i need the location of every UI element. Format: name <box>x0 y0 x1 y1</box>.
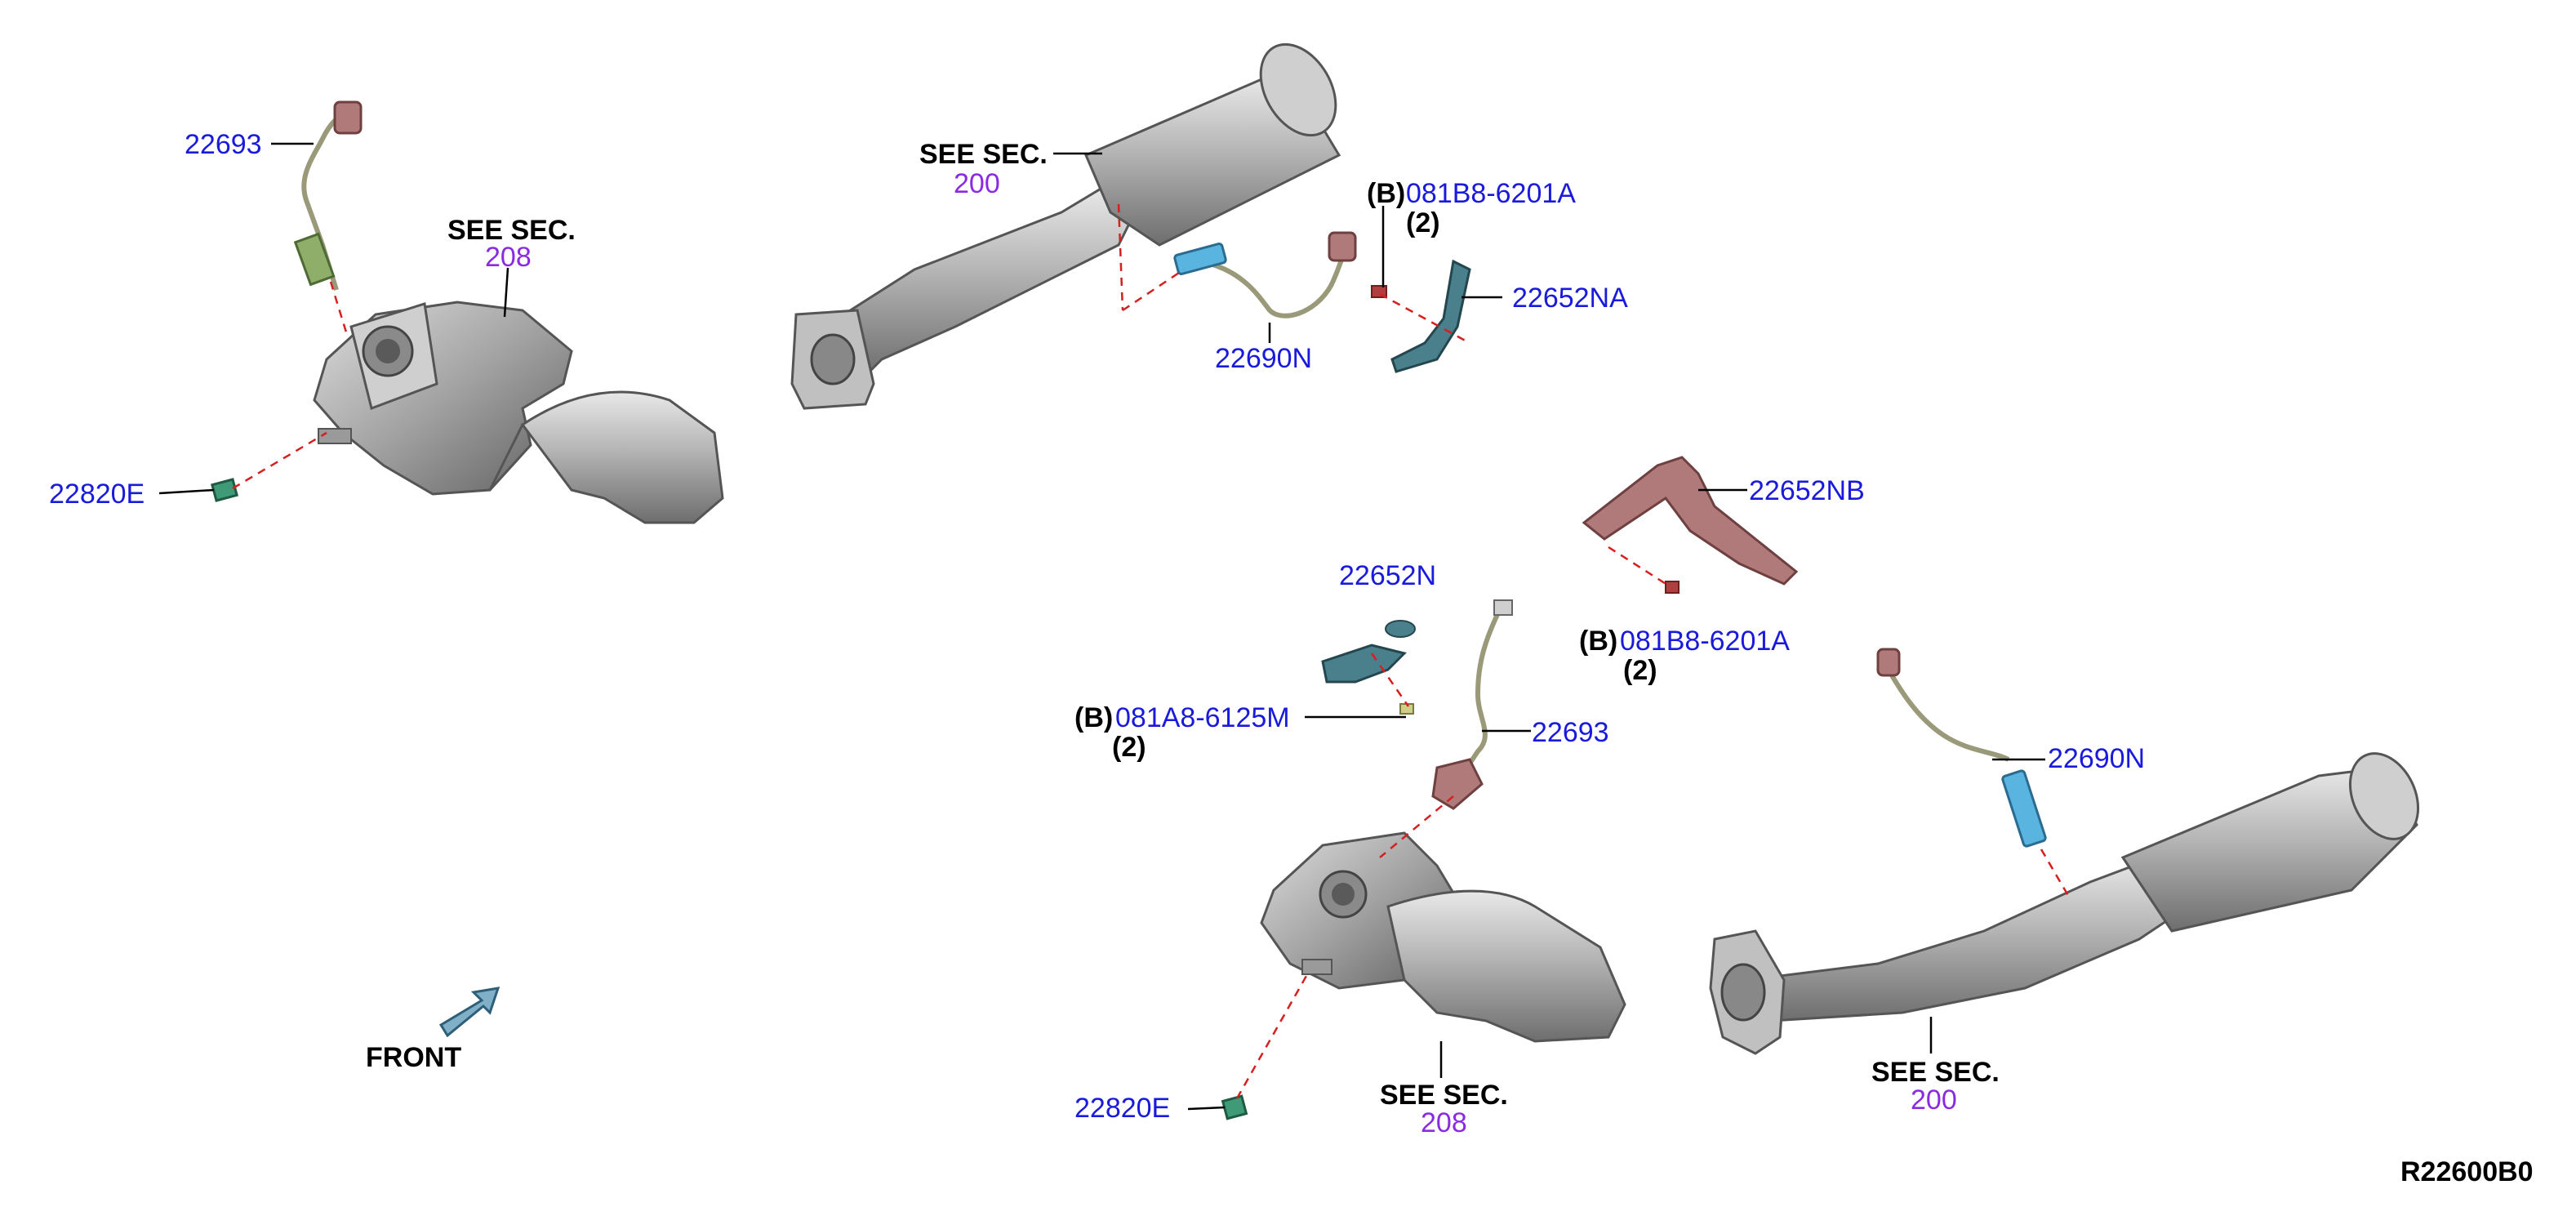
diagram-code: R22600B0 <box>2400 1156 2534 1187</box>
catalytic-converter-bottom <box>1709 752 2420 1055</box>
plug-22820e-bottom <box>1221 1094 1248 1120</box>
label-22652nb: 22652NB <box>1749 475 1865 506</box>
dashed-lines-mid <box>1370 546 1671 707</box>
label-081a8-6125m: 081A8-6125M <box>1115 702 1290 733</box>
label-22652na: 22652NA <box>1512 283 1628 314</box>
label-22693-bottom: 22693 <box>1532 717 1609 748</box>
oxygen-sensor-22693-bottom <box>1431 599 1513 810</box>
section-208-top: 208 <box>485 242 532 273</box>
dashed-lines-top-center <box>1117 203 1470 345</box>
section-200-bottom: 200 <box>1911 1085 1957 1116</box>
label-b-lower: (B) <box>1074 702 1114 733</box>
oxygen-sensor-22690n-bottom <box>1876 648 2047 848</box>
label-22693-top: 22693 <box>185 129 262 160</box>
see-sec-label-200-bottom: SEE SEC. <box>1871 1057 2000 1088</box>
dashed-lines-top-left <box>232 281 349 490</box>
leader-lines <box>158 142 2045 1111</box>
manifold-catalyst-bottom <box>1260 831 1626 1043</box>
qty-mid: (2) <box>1623 655 1657 686</box>
label-081b8-6201a-top: 081B8-6201A <box>1406 178 1576 209</box>
label-b-top: (B) <box>1367 178 1406 209</box>
label-081b8-6201a-mid: 081B8-6201A <box>1620 626 1790 657</box>
label-b-mid: (B) <box>1579 626 1618 657</box>
bracket-22652na <box>1390 259 1471 373</box>
bolt-081b8-mid <box>1665 581 1680 594</box>
manifold-catalyst-top-left <box>313 301 724 524</box>
front-arrow-icon <box>438 987 501 1038</box>
label-22820e-bottom: 22820E <box>1074 1093 1171 1124</box>
see-sec-label-208-top: SEE SEC. <box>447 215 576 246</box>
bracket-22652n <box>1321 620 1416 684</box>
front-label: FRONT <box>366 1042 462 1073</box>
catalytic-converter-top <box>790 42 1341 410</box>
label-22820e-top: 22820E <box>49 479 145 510</box>
see-sec-label-200-top: SEE SEC. <box>919 139 1048 170</box>
oxygen-sensor-22690n-top <box>1173 231 1357 318</box>
section-200-top: 200 <box>954 168 1000 199</box>
oxygen-sensor-22693-top <box>293 100 363 291</box>
bracket-22652nb <box>1582 456 1799 586</box>
label-22652n: 22652N <box>1339 560 1437 591</box>
dashed-lines-bottom-right <box>2040 849 2071 899</box>
qty-lower: (2) <box>1112 732 1146 763</box>
label-22690n-bottom: 22690N <box>2048 743 2146 774</box>
section-208-bottom: 208 <box>1421 1107 1467 1138</box>
see-sec-label-208-bottom: SEE SEC. <box>1380 1080 1508 1111</box>
label-22690n-top: 22690N <box>1215 343 1313 374</box>
qty-top: (2) <box>1406 207 1440 238</box>
dashed-lines-bottom-center <box>1235 795 1454 1099</box>
plug-22820e-top <box>211 478 238 502</box>
